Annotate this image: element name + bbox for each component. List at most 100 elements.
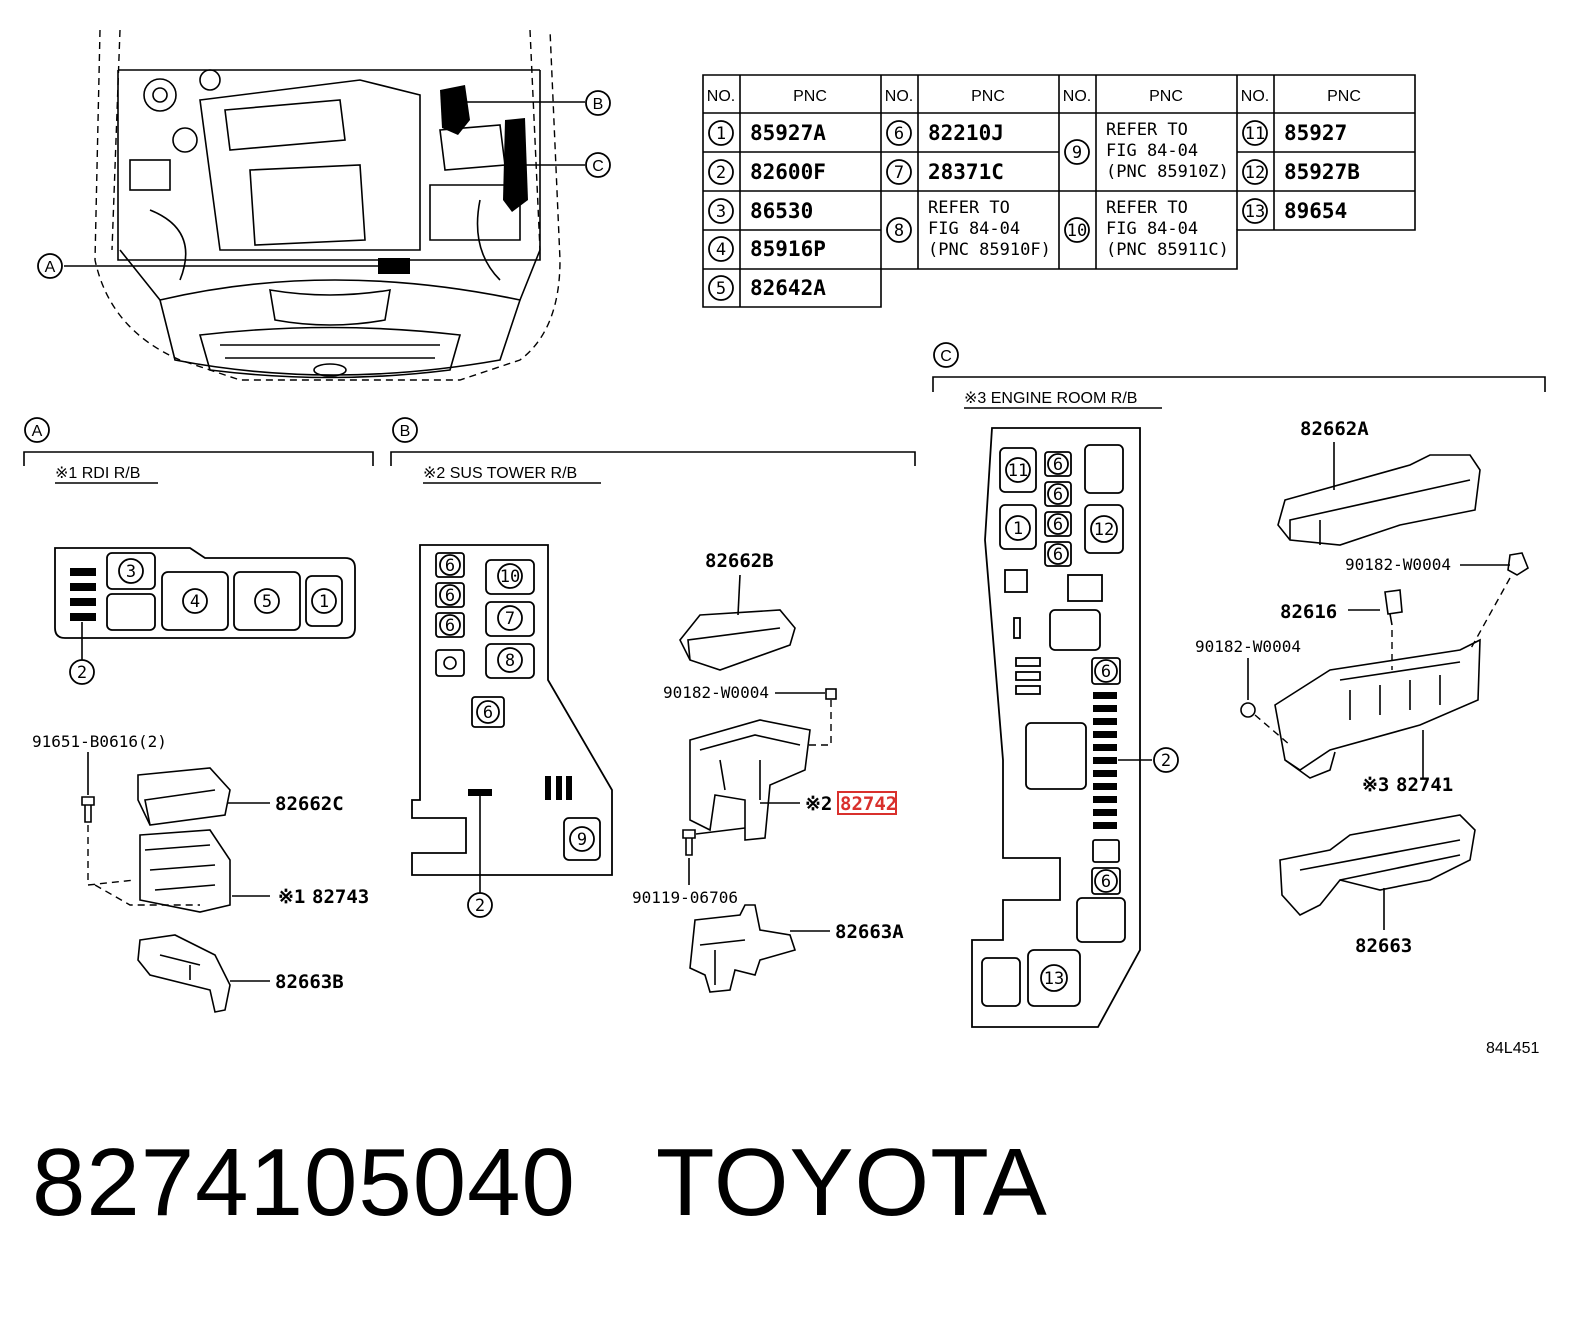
label-text: 86530	[750, 199, 813, 223]
label-text: 2	[716, 163, 726, 183]
label-text: 3	[716, 202, 726, 222]
table-row: 9 REFER TO FIG 84-04 (PNC 85910Z)	[1064, 120, 1229, 182]
label-text: 82600F	[750, 160, 826, 184]
label-text: 8	[894, 221, 904, 241]
table-row: 3 86530	[708, 198, 813, 224]
svg-text:6: 6	[445, 556, 455, 576]
svg-text:8: 8	[505, 651, 515, 671]
label-text: 82642A	[750, 276, 826, 300]
svg-text:7: 7	[505, 609, 515, 629]
label-text: FIG 84-04	[1106, 141, 1198, 161]
label-text: 85916P	[750, 237, 826, 261]
caption-part-number: 8274105040	[32, 1129, 576, 1236]
callout-b-label: B	[593, 96, 604, 113]
part-82663: 82663	[1355, 935, 1412, 957]
label-text: REFER TO	[1106, 198, 1188, 218]
engine-bay-drawing	[64, 29, 585, 381]
svg-text:5: 5	[262, 592, 272, 612]
part-82663A: 82663A	[835, 921, 904, 943]
callout-a: A	[37, 253, 63, 279]
section-c-title: ※3 ENGINE ROOM R/B	[964, 390, 1137, 407]
label-text: 89654	[1284, 199, 1347, 223]
label-text: (PNC 85910F)	[928, 240, 1051, 260]
table-header-pnc-3: PNC	[1149, 88, 1183, 105]
label-text: 1	[716, 124, 726, 144]
svg-text:6: 6	[1053, 455, 1063, 475]
svg-text:2: 2	[475, 896, 485, 916]
label-text: 5	[716, 279, 726, 299]
highlight-box	[837, 791, 897, 815]
svg-text:6: 6	[445, 616, 455, 636]
label-text: (PNC 85911C)	[1106, 240, 1229, 260]
part-90182-c2: 90182-W0004	[1195, 637, 1301, 656]
section-c-callout: C	[940, 348, 952, 365]
part-82741: 82741	[1396, 774, 1453, 796]
table-row: 1 85927A	[708, 120, 826, 146]
svg-text:6: 6	[1101, 662, 1111, 682]
part-82663B: 82663B	[275, 971, 344, 993]
label-text: REFER TO	[928, 198, 1010, 218]
label-text: 85927B	[1284, 160, 1360, 184]
label-text: 12	[1245, 163, 1265, 183]
svg-text:2: 2	[1161, 751, 1171, 771]
section-a: A ※1 RDI R/B 3 4 5 1 2 91651-B0616(2) 82…	[23, 417, 374, 1013]
section-c: C ※3 ENGINE ROOM R/B 11 1 6 6 6 6 12 6	[932, 342, 1546, 1028]
label-text: 10	[1067, 221, 1087, 241]
svg-text:10: 10	[500, 567, 520, 587]
label-text: 82210J	[928, 121, 1004, 145]
table-row: 8 REFER TO FIG 84-04 (PNC 85910F)	[886, 198, 1051, 260]
part-82742-mark: ※2	[805, 793, 832, 815]
part-90182-c1: 90182-W0004	[1345, 555, 1451, 574]
svg-text:6: 6	[445, 586, 455, 606]
part-82616: 82616	[1280, 601, 1337, 623]
table-row: 6 82210J	[886, 120, 1004, 146]
table-row: 5 82642A	[708, 275, 826, 301]
svg-text:3: 3	[126, 562, 136, 582]
table-header-no-2: NO.	[885, 88, 913, 105]
svg-text:4: 4	[190, 592, 200, 612]
callout-b: B	[585, 90, 611, 116]
svg-text:6: 6	[1101, 872, 1111, 892]
label-text: 11	[1245, 124, 1265, 144]
svg-text:2: 2	[77, 663, 87, 683]
section-b-title: ※2 SUS TOWER R/B	[423, 465, 577, 482]
svg-text:6: 6	[1053, 485, 1063, 505]
part-90182-b: 90182-W0004	[663, 683, 769, 702]
svg-text:9: 9	[577, 830, 587, 850]
table-header-pnc-4: PNC	[1327, 88, 1361, 105]
label-text: 13	[1245, 202, 1265, 222]
table-row: 7 28371C	[886, 159, 1004, 185]
callout-c: C	[585, 152, 611, 178]
label-text: 28371C	[928, 160, 1004, 184]
label-text: 4	[716, 240, 726, 260]
callout-c-label: C	[592, 158, 604, 175]
table-row: 4 85916P	[708, 236, 826, 262]
table-row: 12 85927B	[1242, 159, 1360, 185]
part-90119: 90119-06706	[632, 888, 738, 907]
section-b-callout: B	[400, 423, 411, 440]
part-82662C: 82662C	[275, 793, 344, 815]
part-82662B: 82662B	[705, 550, 774, 572]
label-text: 6	[894, 124, 904, 144]
svg-text:13: 13	[1044, 969, 1064, 989]
part-82743: 82743	[312, 886, 369, 908]
label-text: FIG 84-04	[928, 219, 1020, 239]
table-row: 10 REFER TO FIG 84-04 (PNC 85911C)	[1064, 198, 1229, 260]
label-text: 9	[1072, 143, 1082, 163]
pnc-table: NO. PNC NO. PNC NO. PNC NO. PNC 1 85927A…	[702, 74, 1416, 308]
part-82743-mark: ※1	[278, 886, 305, 908]
label-text: REFER TO	[1106, 120, 1188, 140]
part-91651: 91651-B0616(2)	[32, 732, 167, 751]
label-text: (PNC 85910Z)	[1106, 162, 1229, 182]
part-82741-mark: ※3	[1362, 774, 1389, 796]
label-text: 85927	[1284, 121, 1347, 145]
svg-text:6: 6	[1053, 545, 1063, 565]
table-row: 13 89654	[1242, 198, 1347, 224]
callout-a-label: A	[45, 259, 56, 276]
part-82742: 82742	[840, 793, 897, 815]
section-a-title: ※1 RDI R/B	[55, 465, 140, 482]
section-b: B ※2 SUS TOWER R/B 6 6 6 10 7 8 6 9 2 82…	[390, 417, 916, 993]
